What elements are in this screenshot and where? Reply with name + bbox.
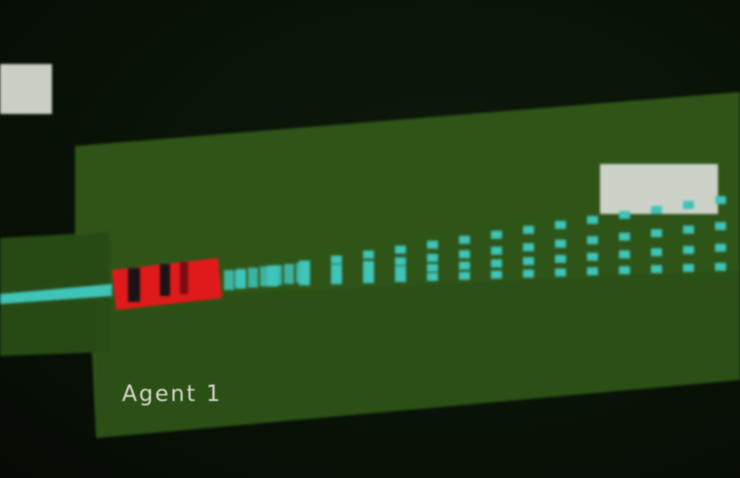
trajectory-dot <box>427 272 438 281</box>
trajectory-dot <box>587 215 598 224</box>
trajectory-dot <box>427 240 438 249</box>
trajectory-dot <box>260 266 270 287</box>
trajectory-dot <box>395 266 406 275</box>
trajectory-dot <box>651 248 662 257</box>
trajectory-dot <box>491 270 502 279</box>
trajectory-dot <box>331 255 342 264</box>
trajectory-dot <box>619 250 630 259</box>
trajectory-dot <box>248 267 258 288</box>
trajectory-dot <box>715 243 726 252</box>
trajectory-dot <box>395 274 406 283</box>
trajectory-dot <box>683 225 694 234</box>
agent-label: Agent 1 <box>122 382 223 407</box>
trajectory-dot <box>224 270 234 290</box>
trajectory-dot <box>523 225 534 234</box>
trajectory-dot <box>523 243 534 252</box>
car-icon <box>112 258 222 310</box>
trajectory-dot <box>296 262 306 283</box>
trajectory-dot <box>555 220 566 229</box>
obstacle-block-left <box>0 64 52 114</box>
trajectory-dot <box>651 229 662 238</box>
trajectory-dot <box>331 270 342 279</box>
trajectory-dot <box>236 268 246 289</box>
trajectory-dot <box>587 252 598 261</box>
trajectory-past <box>0 284 112 304</box>
trajectory-dot <box>555 254 566 263</box>
obstacle-block-right <box>600 164 718 214</box>
trajectory-dot <box>555 268 566 277</box>
trajectory-dot <box>395 245 406 254</box>
trajectory-dot <box>427 263 438 272</box>
trajectory-dot <box>619 232 630 241</box>
trajectory-dot <box>715 222 726 231</box>
trajectory-dot <box>363 275 374 284</box>
trajectory-dot <box>555 239 566 248</box>
trajectory-dot <box>619 266 630 275</box>
trajectory-predicted <box>224 196 726 290</box>
trajectory-dot <box>683 263 694 272</box>
trajectory-dot <box>284 264 294 284</box>
trajectory-dot <box>459 250 470 259</box>
trajectory-dot <box>523 269 534 278</box>
trajectory-dot <box>459 235 470 244</box>
trajectory-dot <box>587 236 598 245</box>
trajectory-dot <box>491 230 502 239</box>
trajectory-dot <box>523 257 534 266</box>
trajectory-dot <box>587 267 598 276</box>
trajectory-dot <box>715 262 726 271</box>
trajectory-dot <box>427 253 438 262</box>
trajectory-dot <box>651 265 662 274</box>
trajectory-dot <box>651 205 662 214</box>
trajectory-dot <box>331 276 342 285</box>
trajectory-dot <box>459 271 470 280</box>
trajectory-dot <box>272 265 282 286</box>
trajectory-dot <box>491 259 502 268</box>
trajectory-dot <box>395 257 406 266</box>
trajectory-dot <box>331 264 342 273</box>
trajectory-dot <box>683 201 694 210</box>
trajectory-dot <box>619 210 630 219</box>
trajectory-dot <box>491 246 502 255</box>
trajectory-dot <box>459 261 470 270</box>
trajectory-dot <box>363 260 374 269</box>
trajectory-dot <box>715 196 726 205</box>
terrain-shadow <box>96 270 740 438</box>
trajectory-dot <box>363 250 374 259</box>
trajectory-dot <box>363 268 374 277</box>
trajectory-dot <box>683 245 694 254</box>
